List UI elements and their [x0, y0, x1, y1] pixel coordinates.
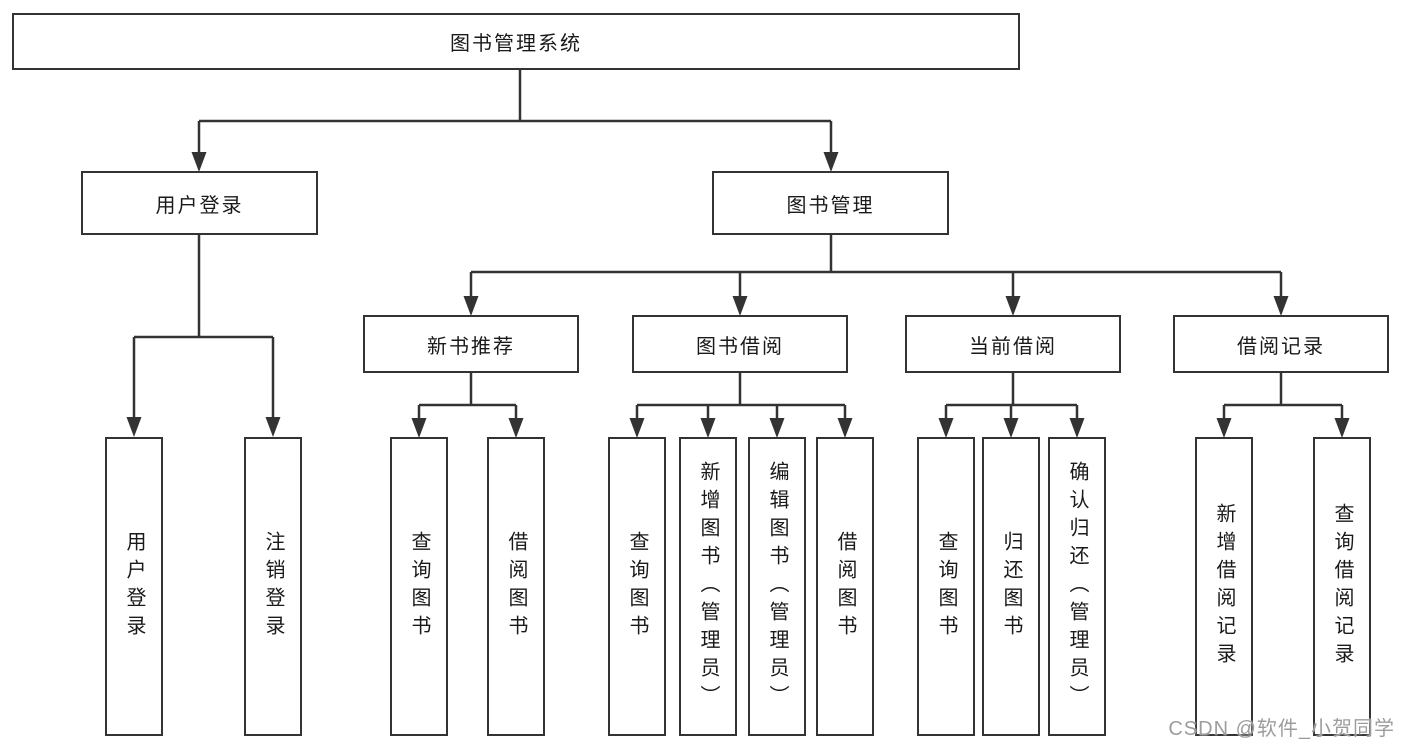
node-label: 新书推荐: [427, 335, 515, 358]
node-label: 新增图书（管理员）: [697, 460, 719, 713]
node-user-login: 用户登录: [81, 171, 318, 235]
node-label: 注销登录: [262, 530, 284, 643]
leaf-edit-book-admin: 编辑图书（管理员）: [748, 437, 806, 736]
node-label: 用户登录: [155, 194, 244, 217]
leaf-query-books-1: 查询图书: [390, 437, 448, 736]
node-label: 图书管理系统: [450, 33, 582, 55]
node-label: 编辑图书（管理员）: [766, 460, 788, 713]
node-label: 借阅图书: [834, 530, 856, 643]
node-label: 新增借阅记录: [1213, 502, 1235, 671]
node-library-management-system: 图书管理系统: [12, 13, 1020, 70]
node-new-book-recommendation: 新书推荐: [363, 315, 579, 373]
node-label: 借阅记录: [1237, 335, 1325, 358]
node-label: 图书借阅: [696, 335, 784, 358]
node-label: 图书管理: [786, 194, 875, 217]
node-label: 用户登录: [123, 530, 145, 643]
leaf-add-borrow-record: 新增借阅记录: [1195, 437, 1253, 736]
leaf-borrow-books-2: 借阅图书: [816, 437, 874, 736]
node-book-management: 图书管理: [712, 171, 949, 235]
node-label: 查询借阅记录: [1331, 502, 1353, 671]
node-label: 当前借阅: [969, 335, 1057, 358]
leaf-query-books-3: 查询图书: [917, 437, 975, 736]
leaf-query-books-2: 查询图书: [608, 437, 666, 736]
node-book-borrowing: 图书借阅: [632, 315, 848, 373]
node-label: 查询图书: [626, 530, 648, 643]
leaf-logout: 注销登录: [244, 437, 302, 736]
node-current-borrowing: 当前借阅: [905, 315, 1121, 373]
csdn-watermark: CSDN @软件_小贺同学: [1168, 718, 1395, 740]
node-label: 归还图书: [1000, 530, 1022, 643]
node-label: 借阅图书: [505, 530, 527, 643]
leaf-add-book-admin: 新增图书（管理员）: [679, 437, 737, 736]
node-borrowing-records: 借阅记录: [1173, 315, 1389, 373]
leaf-confirm-return-admin: 确认归还（管理员）: [1048, 437, 1106, 736]
leaf-query-borrow-record: 查询借阅记录: [1313, 437, 1371, 736]
leaf-borrow-books-1: 借阅图书: [487, 437, 545, 736]
leaf-user-login: 用户登录: [105, 437, 163, 736]
node-label: 查询图书: [408, 530, 430, 643]
node-label: 确认归还（管理员）: [1066, 460, 1088, 713]
leaf-return-books: 归还图书: [982, 437, 1040, 736]
node-label: 查询图书: [935, 530, 957, 643]
